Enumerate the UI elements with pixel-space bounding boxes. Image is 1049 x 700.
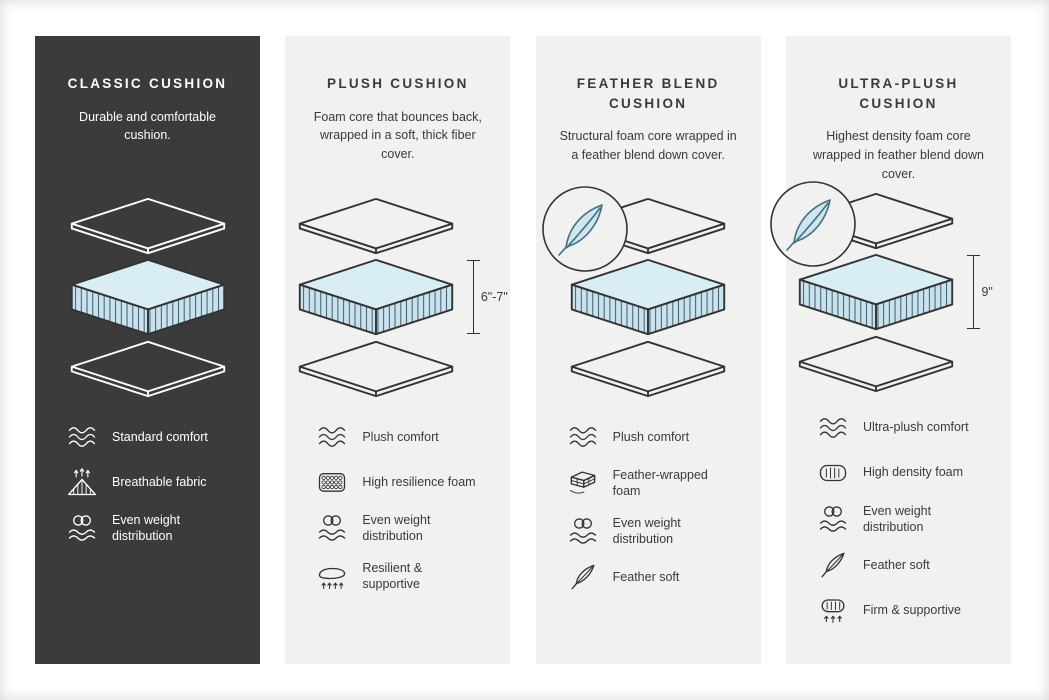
feature-item: Resilient & supportive: [315, 560, 488, 593]
weight-distribution-icon: [816, 504, 850, 534]
card-header: ULTRA-PLUSH CUSHION Highest density foam…: [808, 70, 989, 190]
feature-item: Plush comfort: [566, 422, 739, 452]
feature-label: Even weight distribution: [862, 503, 932, 534]
card-header: FEATHER BLEND CUSHION Structural foam co…: [558, 70, 739, 190]
card-title: PLUSH CUSHION: [327, 76, 469, 91]
cushion-layers-icon: [70, 197, 225, 398]
height-measure-label: 9": [981, 285, 993, 300]
feature-label: Plush comfort: [612, 429, 690, 444]
card-title: CLASSIC CUSHION: [67, 76, 228, 91]
card-feather-blend-cushion: FEATHER BLEND CUSHION Structural foam co…: [535, 36, 761, 664]
feather-badge-icon: [770, 181, 857, 268]
cushion-diagram: [542, 186, 739, 406]
feature-list: Standard comfort Breathable fabric Even …: [57, 422, 238, 560]
waves-icon: [315, 422, 349, 452]
feature-item: High density foam: [816, 458, 989, 488]
feature-item: Even weight distribution: [816, 503, 989, 536]
feature-item: Plush comfort: [315, 422, 488, 452]
feature-item: Feather soft: [566, 562, 739, 592]
card-description: Structural foam core wrapped in a feathe…: [559, 129, 737, 162]
feature-item: Ultra-plush comfort: [816, 413, 989, 443]
feature-item: Even weight distribution: [315, 512, 488, 545]
resilient-supportive-icon: [315, 561, 349, 591]
height-measure: 9": [967, 255, 993, 330]
resilience-foam-icon: [315, 467, 349, 497]
card-ultra-plush-cushion: ULTRA-PLUSH CUSHION Highest density foam…: [770, 36, 1011, 664]
cushion-diagram: 9": [770, 181, 993, 397]
card-header: PLUSH CUSHION Foam core that bounces bac…: [307, 70, 488, 190]
cushion-diagram: [57, 190, 238, 406]
feature-list: Plush comfort High resilience foam Even …: [307, 422, 488, 607]
feature-list: Ultra-plush comfort High density foam Ev…: [808, 413, 989, 641]
density-foam-icon: [816, 458, 850, 488]
feature-label: Resilient & supportive: [362, 560, 423, 591]
feature-label: Feather-wrapped foam: [612, 468, 708, 499]
height-measure: 6"-7": [466, 260, 508, 334]
feature-item: Feather-wrapped foam: [566, 467, 739, 500]
weight-distribution-icon: [566, 516, 600, 546]
cushion-diagram: 6"-7": [298, 190, 508, 406]
card-header: CLASSIC CUSHION Durable and comfortable …: [57, 70, 238, 190]
feature-item: High resilience foam: [315, 467, 488, 497]
card-classic-cushion: CLASSIC CUSHION Durable and comfortable …: [35, 36, 260, 664]
waves-icon: [65, 422, 99, 452]
height-measure-label: 6"-7": [480, 290, 508, 304]
feature-label: Even weight distribution: [612, 515, 681, 546]
weight-distribution-icon: [65, 513, 99, 543]
waves-icon: [566, 422, 600, 452]
weight-distribution-icon: [315, 513, 349, 543]
card-description: Durable and comfortable cushion.: [79, 109, 216, 143]
feature-label: Breathable fabric: [112, 474, 207, 489]
feature-label: Plush comfort: [362, 429, 439, 444]
feature-list: Plush comfort Feather-wrapped foam Even …: [558, 422, 739, 607]
feather-icon: [566, 562, 600, 592]
feather-badge-icon: [542, 186, 628, 272]
feature-label: Firm & supportive: [862, 602, 961, 617]
card-plush-cushion: PLUSH CUSHION Foam core that bounces bac…: [285, 36, 511, 664]
feature-label: Standard comfort: [112, 429, 208, 444]
cushion-layers-icon: [298, 197, 454, 398]
feather-icon: [816, 550, 850, 580]
waves-icon: [816, 413, 850, 443]
feature-item: Standard comfort: [65, 422, 238, 452]
firm-supportive-icon: [816, 595, 850, 625]
feature-label: Feather soft: [612, 569, 680, 584]
feature-item: Feather soft: [816, 550, 989, 580]
feature-item: Even weight distribution: [65, 512, 238, 545]
card-description: Foam core that bounces back, wrapped in …: [313, 109, 482, 162]
feather-wrapped-foam-icon: [566, 468, 600, 498]
card-title: ULTRA-PLUSH CUSHION: [838, 76, 959, 111]
feature-label: Feather soft: [862, 557, 930, 572]
breathable-fabric-icon: [65, 467, 99, 497]
card-title: FEATHER BLEND CUSHION: [576, 76, 720, 111]
feature-item: Firm & supportive: [816, 595, 989, 625]
feature-label: High density foam: [862, 465, 964, 480]
feature-label: Ultra-plush comfort: [862, 420, 969, 435]
feature-label: High resilience foam: [362, 474, 476, 489]
feature-item: Even weight distribution: [566, 515, 739, 548]
feature-label: Even weight distribution: [112, 513, 181, 544]
feature-item: Breathable fabric: [65, 467, 238, 497]
card-description: Highest density foam core wrapped in fea…: [813, 129, 984, 181]
feature-label: Even weight distribution: [362, 513, 431, 544]
